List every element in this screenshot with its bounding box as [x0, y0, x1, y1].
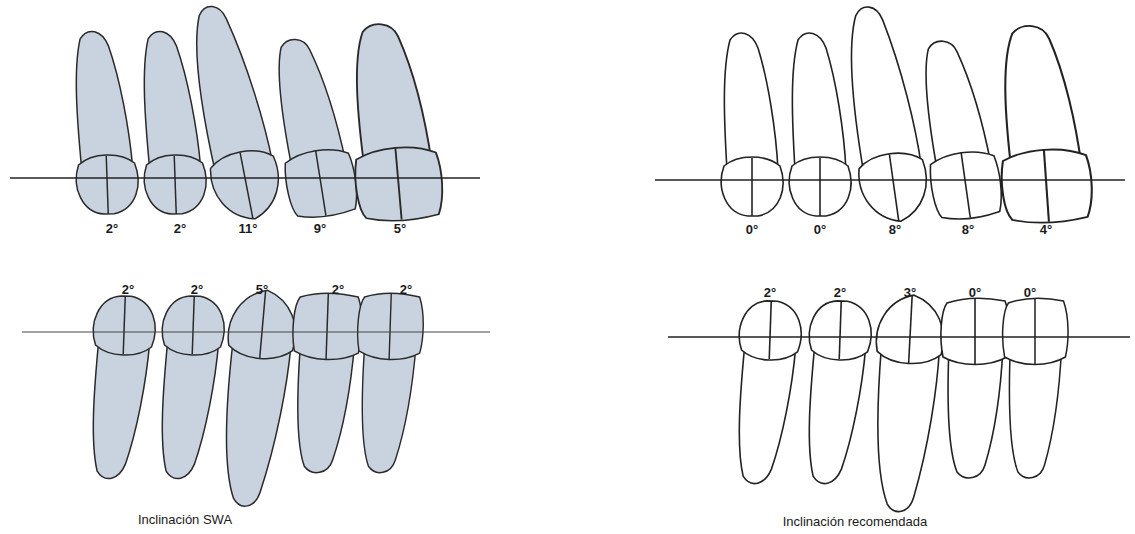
angle-label: 2°: [106, 221, 118, 236]
angle-label: 2°: [122, 282, 134, 297]
angle-label: 2°: [400, 282, 412, 297]
caption-label: Inclinación recomendada: [783, 514, 928, 529]
lower-teeth-recommended: [734, 293, 1068, 513]
occlusal-line: [655, 179, 1125, 181]
angle-label: 5°: [256, 282, 268, 297]
angle-label: 2°: [764, 285, 776, 300]
angle-label: 3°: [904, 285, 916, 300]
caption-label: Inclinación SWA: [138, 512, 232, 527]
upper-teeth-swa: [71, 0, 445, 226]
angle-label: 8°: [889, 222, 901, 237]
angle-label: 8°: [962, 222, 974, 237]
angle-label: 0°: [969, 285, 981, 300]
angle-label: 0°: [746, 222, 758, 237]
upper-teeth-recommended: [721, 2, 1094, 226]
angle-label: 0°: [814, 222, 826, 237]
angle-label: 11°: [239, 221, 258, 236]
angle-label: 9°: [314, 221, 326, 236]
angle-label: 4°: [1040, 222, 1052, 237]
occlusal-line: [22, 332, 490, 333]
angle-label: 2°: [332, 282, 344, 297]
lower-teeth-swa: [88, 287, 424, 509]
angle-label: 2°: [174, 221, 186, 236]
angle-label: 2°: [191, 282, 203, 297]
occlusal-line: [10, 177, 480, 179]
angle-label: 0°: [1024, 285, 1036, 300]
angle-label: 2°: [834, 285, 846, 300]
angle-label: 5°: [394, 221, 406, 236]
occlusal-line: [668, 336, 1130, 338]
